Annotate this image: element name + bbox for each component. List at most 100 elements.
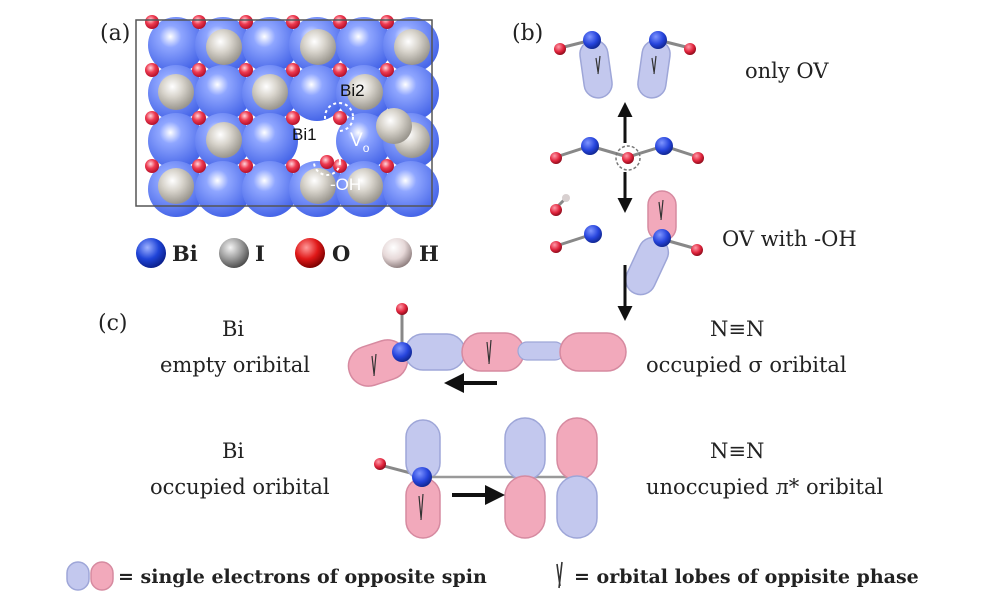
n-pi-lobe-blue: [556, 475, 598, 539]
i-legend-label: I: [255, 241, 265, 266]
i-atom: [206, 29, 242, 65]
o-atom: [380, 159, 394, 173]
bi-atom: [289, 65, 345, 121]
o-atom: [239, 111, 253, 125]
o-atom: [554, 43, 566, 55]
bi-lobe-pink: [405, 477, 441, 539]
o-atom: [192, 15, 206, 29]
pristine-surface-chain: [550, 137, 704, 171]
spin-lobe-pink-swatch: [90, 561, 114, 591]
o-atom: [286, 111, 300, 125]
o-atom: [333, 63, 347, 77]
bi-atom: [383, 65, 439, 121]
sigma-donation-orbitals: [347, 303, 627, 387]
spin-legend-text: = single electrons of opposite spin: [118, 566, 487, 588]
footer-legend: = single electrons of opposite spin = or…: [66, 561, 919, 591]
n-lobe-pink: [559, 332, 627, 372]
i-atom: [347, 74, 383, 110]
bi-atom: [412, 467, 432, 487]
bi-atom: [383, 161, 439, 217]
o-atom: [286, 15, 300, 29]
o-legend-label: O: [332, 241, 350, 266]
atom-legend: Bi I O H: [136, 238, 439, 268]
n-pi-lobe-pink: [556, 417, 598, 481]
bi-atom: [336, 17, 392, 73]
n-lobe-pink: [461, 332, 525, 372]
bi1-label: Bi1: [292, 125, 317, 144]
o-atom: [286, 63, 300, 77]
i-atom: [300, 29, 336, 65]
bi-atom: [649, 31, 667, 49]
i-atom: [300, 168, 336, 204]
nn-pi-orbital-label: unoccupied л* oribital: [646, 475, 883, 499]
i-atom: [347, 168, 383, 204]
i-atom: [252, 74, 288, 110]
n-pi-lobe-pink: [504, 475, 546, 539]
bi-atom: [392, 342, 412, 362]
o-atom: [145, 111, 159, 125]
o-atom: [684, 43, 696, 55]
i-atom: [394, 29, 430, 65]
bi-legend-swatch: [136, 238, 166, 268]
bi-lobe-blue: [404, 333, 466, 371]
nn-sigma-orbital-label: occupied σ oribital: [646, 353, 847, 377]
n-pi-lobe-blue: [504, 417, 546, 481]
i-atom: [158, 74, 194, 110]
bi-atom: [242, 161, 298, 217]
bi-legend-label: Bi: [172, 241, 198, 266]
bi-occupied-orbital-label: occupied oribital: [150, 475, 330, 499]
panel-c-label: (c): [98, 311, 128, 336]
bi-empty-title: Bi: [222, 317, 244, 341]
panel-b-label: (b): [512, 21, 543, 46]
vacancy-label: Vo: [350, 130, 370, 155]
o-atom: [145, 15, 159, 29]
o-atom: [239, 159, 253, 173]
o-atom: [286, 159, 300, 173]
o-atom: [239, 63, 253, 77]
n-bond-region: [517, 341, 565, 361]
h-legend-swatch: [382, 238, 412, 268]
nn-pi-title: N≡N: [710, 439, 764, 463]
phase-symbol-icon: [556, 561, 563, 589]
crystal-surface-model: [145, 15, 439, 217]
phase-legend-text: = orbital lobes of oppisite phase: [574, 566, 919, 588]
panel-a-label: (a): [100, 21, 130, 46]
h-legend-label: H: [419, 241, 439, 266]
bi-atom: [242, 17, 298, 73]
o-atom: [333, 15, 347, 29]
bi-atom: [583, 31, 601, 49]
spin-lobe-blue-swatch: [66, 561, 90, 591]
i-legend-swatch: [219, 238, 249, 268]
bi-atom: [195, 65, 251, 121]
o-atom: [145, 63, 159, 77]
o-atom: [380, 15, 394, 29]
only-ov-label: only OV: [745, 59, 829, 83]
o-atom: [380, 63, 394, 77]
o-atom: [192, 159, 206, 173]
o-atom: [192, 63, 206, 77]
only-ov-structure: [554, 31, 696, 99]
ov-with-oh-label: OV with -OH: [722, 227, 857, 251]
o-atom: [192, 111, 206, 125]
o-atom: [333, 111, 347, 125]
bi-occupied-title: Bi: [222, 439, 244, 463]
i-atom: [206, 122, 242, 158]
vacancy-site-marker: [313, 102, 354, 176]
o-atom: [239, 15, 253, 29]
pi-backdonation-orbitals: [374, 417, 598, 539]
i-atom: [376, 108, 412, 144]
bi-atom: [148, 113, 204, 169]
i-atom: [158, 168, 194, 204]
bi2-label: Bi2: [340, 81, 365, 100]
bi-atom: [195, 161, 251, 217]
bi-empty-orbital-label: empty oribital: [160, 353, 310, 377]
hydroxyl-label: -OH: [330, 175, 361, 194]
ov-with-oh-structure: [550, 190, 703, 296]
o-legend-swatch: [295, 238, 325, 268]
nn-sigma-title: N≡N: [710, 317, 764, 341]
o-atom: [145, 159, 159, 173]
bi-atom: [242, 113, 298, 169]
unit-cell-outline: [135, 19, 433, 207]
bi-atom: [148, 17, 204, 73]
